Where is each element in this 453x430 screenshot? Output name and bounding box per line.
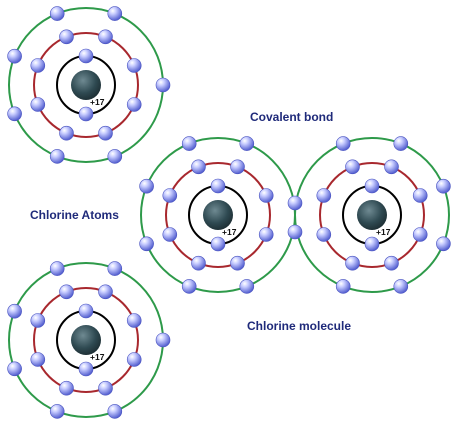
nucleus-charge-label: +17 <box>90 352 105 362</box>
chlorine-atoms-label: Chlorine Atoms <box>30 208 119 222</box>
middle-shell-electron <box>126 313 142 328</box>
covalent-bond-label: Covalent bond <box>250 110 333 124</box>
outer-shell-electron <box>49 6 65 21</box>
middle-shell-electron <box>230 255 245 271</box>
inner-shell-electron <box>364 236 380 252</box>
middle-shell-ring <box>319 162 425 268</box>
middle-shell-electron <box>191 159 206 175</box>
outer-shell-electron <box>7 303 22 319</box>
outer-shell-electron <box>7 48 22 64</box>
middle-shell-electron <box>30 97 46 112</box>
middle-shell-electron <box>126 58 142 73</box>
nucleus <box>71 70 101 100</box>
middle-shell-electron <box>258 188 274 203</box>
outer-shell-electron <box>436 178 451 194</box>
outer-shell-electron <box>239 279 255 294</box>
shared-electron-pair <box>287 195 303 240</box>
middle-shell-electron <box>59 125 74 141</box>
middle-shell-electron <box>258 227 274 242</box>
atoms-layer: +17 +17 +17 +17 <box>7 6 451 419</box>
middle-shell-ring <box>33 287 139 393</box>
outer-shell-electron <box>7 361 22 377</box>
inner-shell-electron <box>78 48 94 64</box>
middle-shell-electron <box>30 58 46 73</box>
outer-shell-electron <box>49 149 65 164</box>
outer-shell-electron <box>436 236 451 252</box>
middle-shell-electron <box>126 97 142 112</box>
inner-shell-electron <box>210 236 226 252</box>
molecule-atom-right: +17 <box>294 136 451 294</box>
middle-shell-electron <box>59 29 74 45</box>
inner-shell-electron <box>78 303 94 319</box>
middle-shell-electron <box>162 227 178 242</box>
outer-shell-electron <box>393 279 409 294</box>
nucleus-charge-label: +17 <box>222 227 237 237</box>
middle-shell-electron <box>30 313 46 328</box>
outer-shell-electron <box>155 77 171 93</box>
chlorine-molecule-label: Chlorine molecule <box>247 319 351 333</box>
shared-electron <box>287 224 303 240</box>
middle-shell-electron <box>191 255 206 271</box>
middle-shell-electron <box>230 159 245 175</box>
outer-shell-electron <box>155 332 171 348</box>
outer-shell-electron <box>335 279 351 294</box>
outer-shell-electron <box>7 106 22 122</box>
middle-shell-electron <box>412 227 428 242</box>
outer-shell-electron <box>107 404 123 419</box>
outer-shell-electron <box>181 279 197 294</box>
middle-shell-electron <box>412 188 428 203</box>
middle-shell-electron <box>98 380 113 396</box>
middle-shell-electron <box>98 29 113 45</box>
nucleus <box>71 325 101 355</box>
outer-shell-electron <box>107 261 123 276</box>
outer-shell-electron <box>107 6 123 21</box>
outer-shell-electron <box>139 236 154 252</box>
outer-shell-electron <box>139 178 154 194</box>
inner-shell-electron <box>78 106 94 122</box>
middle-shell-electron <box>345 159 360 175</box>
outer-shell-electron <box>335 136 351 151</box>
middle-shell-electron <box>126 352 142 367</box>
middle-shell-ring <box>33 32 139 138</box>
middle-shell-electron <box>98 284 113 300</box>
middle-shell-electron <box>59 380 74 396</box>
nucleus <box>203 200 233 230</box>
nucleus-charge-label: +17 <box>376 227 391 237</box>
middle-shell-ring <box>165 162 271 268</box>
middle-shell-electron <box>384 159 399 175</box>
middle-shell-electron <box>162 188 178 203</box>
outer-shell-electron <box>239 136 255 151</box>
chlorine-atom-1: +17 <box>7 6 171 164</box>
shared-electron <box>287 195 303 211</box>
outer-shell-electron <box>393 136 409 151</box>
middle-shell-electron <box>30 352 46 367</box>
inner-shell-electron <box>364 178 380 194</box>
middle-shell-electron <box>316 227 332 242</box>
middle-shell-electron <box>316 188 332 203</box>
outer-shell-electron <box>107 149 123 164</box>
outer-shell-electron <box>181 136 197 151</box>
middle-shell-electron <box>384 255 399 271</box>
molecule-atom-left: +17 <box>139 136 296 294</box>
inner-shell-electron <box>78 361 94 377</box>
nucleus-charge-label: +17 <box>90 97 105 107</box>
middle-shell-electron <box>98 125 113 141</box>
middle-shell-electron <box>59 284 74 300</box>
middle-shell-electron <box>345 255 360 271</box>
chlorine-atom-2: +17 <box>7 261 171 419</box>
nucleus <box>357 200 387 230</box>
outer-shell-ring <box>294 137 450 293</box>
inner-shell-electron <box>210 178 226 194</box>
outer-shell-electron <box>49 261 65 276</box>
outer-shell-electron <box>49 404 65 419</box>
